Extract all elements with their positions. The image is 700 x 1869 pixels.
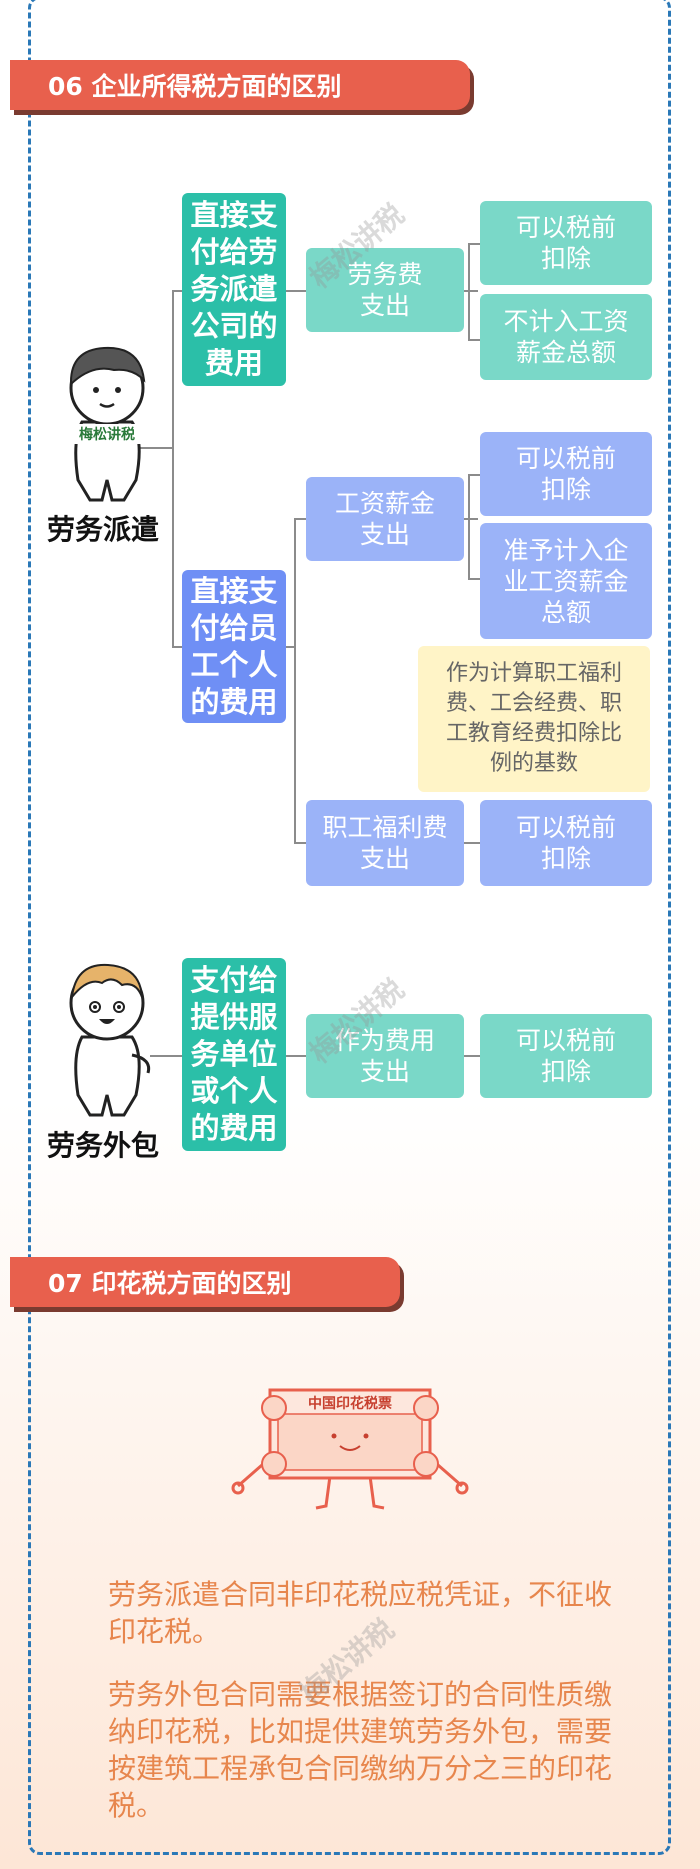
connector-line (468, 578, 480, 580)
connector-line (468, 243, 470, 341)
connector-line (294, 518, 296, 844)
result-not-wage-box: 不计入工资 薪金总额 (480, 294, 652, 380)
section-title: 07 印花税方面的区别 (48, 1269, 292, 1298)
connector-line (150, 1055, 182, 1057)
dispatch-company-payment-box: 直接支 付给劳 务派遣 公司的 费用 (182, 193, 286, 386)
wage-expense-box: 工资薪金 支出 (306, 477, 464, 561)
connector-line (294, 518, 306, 520)
connector-line (464, 290, 478, 292)
dispatch-worker-avatar: 梅松讲税 (60, 346, 154, 502)
stamp-tax-paragraph-outsourcing: 劳务外包合同需要根据签订的合同性质缴纳印花税，比如提供建筑劳务外包，需要按建筑工… (108, 1678, 613, 1822)
section-header-06: 06 企业所得税方面的区别 (10, 60, 470, 110)
dashed-frame (28, 0, 671, 1855)
connector-line (468, 243, 480, 245)
section-header-07: 07 印花税方面的区别 (10, 1257, 400, 1307)
outsourcing-payment-box: 支付给 提供服 务单位 或个人 的费用 (182, 958, 286, 1151)
role-label-outsourcing: 劳务外包 (47, 1129, 160, 1162)
section-title: 06 企业所得税方面的区别 (48, 72, 342, 101)
connector-line (172, 290, 182, 292)
stamp-tax-paragraph-dispatch: 劳务派遣合同非印花税应税凭证，不征收印花税。 (108, 1578, 613, 1648)
role-label-dispatch: 劳务派遣 (47, 513, 160, 546)
result-deductible-box: 可以税前 扣除 (480, 800, 652, 886)
employee-payment-box: 直接支 付给员 工个人 的费用 (182, 570, 286, 723)
connector-line (172, 646, 182, 648)
avatar-caption: 梅松讲税 (79, 426, 135, 443)
outsourcing-expense-box: 作为费用 支出 (306, 1014, 464, 1098)
result-deductible-box: 可以税前 扣除 (480, 201, 652, 285)
outsourcing-worker-avatar (69, 963, 151, 1117)
connector-line (294, 842, 306, 844)
connector-line (464, 842, 480, 844)
connector-line (286, 646, 296, 648)
service-fee-expense-box: 劳务费 支出 (306, 248, 464, 332)
wage-base-note: 作为计算职工福利 费、工会经费、职 工教育经费扣除比 例的基数 (418, 646, 650, 792)
result-deductible-box: 可以税前 扣除 (480, 432, 652, 516)
result-wage-total-box: 准予计入企 业工资薪金 总额 (480, 523, 652, 639)
welfare-expense-box: 职工福利费 支出 (306, 800, 464, 886)
stamp-text: 中国印花税票 (308, 1395, 392, 1412)
connector-line (468, 339, 480, 341)
result-deductible-box: 可以税前 扣除 (480, 1014, 652, 1098)
connector-line (468, 474, 480, 476)
stamp-mascot-illustration: 中国印花税票 (231, 1388, 469, 1510)
connector-line (172, 290, 174, 648)
connector-line (286, 290, 306, 292)
connector-line (464, 518, 478, 520)
connector-line (286, 1055, 306, 1057)
connector-line (130, 447, 174, 449)
connector-line (468, 474, 470, 580)
connector-line (464, 1055, 480, 1057)
